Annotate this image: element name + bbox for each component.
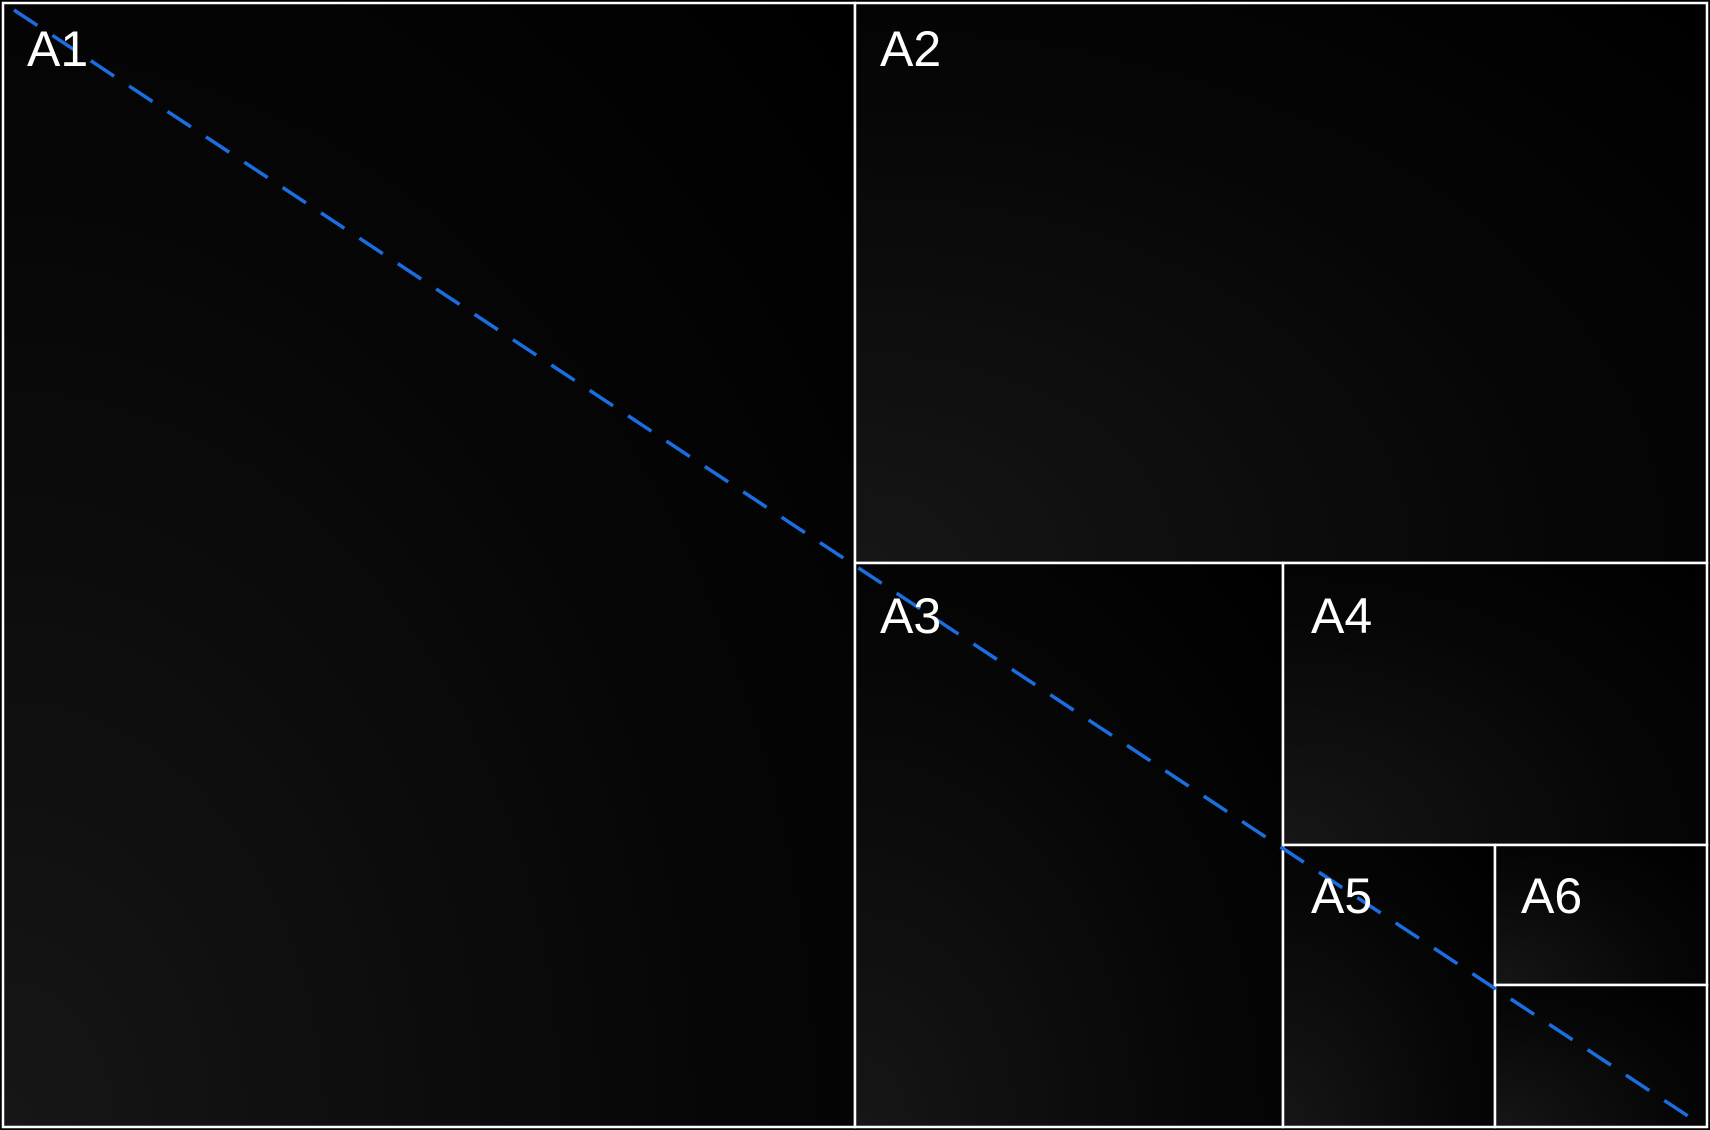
- label-a5: A5: [1311, 868, 1372, 924]
- label-a6: A6: [1521, 868, 1582, 924]
- cell-a2: [853, 1, 1709, 565]
- cell-a3: [853, 561, 1285, 1129]
- cell-a4: [1281, 561, 1709, 847]
- label-a1: A1: [27, 21, 88, 77]
- cell-a5: [1281, 843, 1497, 1129]
- label-a3: A3: [880, 588, 941, 644]
- label-a4: A4: [1311, 588, 1372, 644]
- diagonal-dashed-line: [13, 8, 1701, 1126]
- cell-a6: [1493, 843, 1709, 987]
- cell-a1: [1, 1, 857, 1129]
- label-a2: A2: [880, 21, 941, 77]
